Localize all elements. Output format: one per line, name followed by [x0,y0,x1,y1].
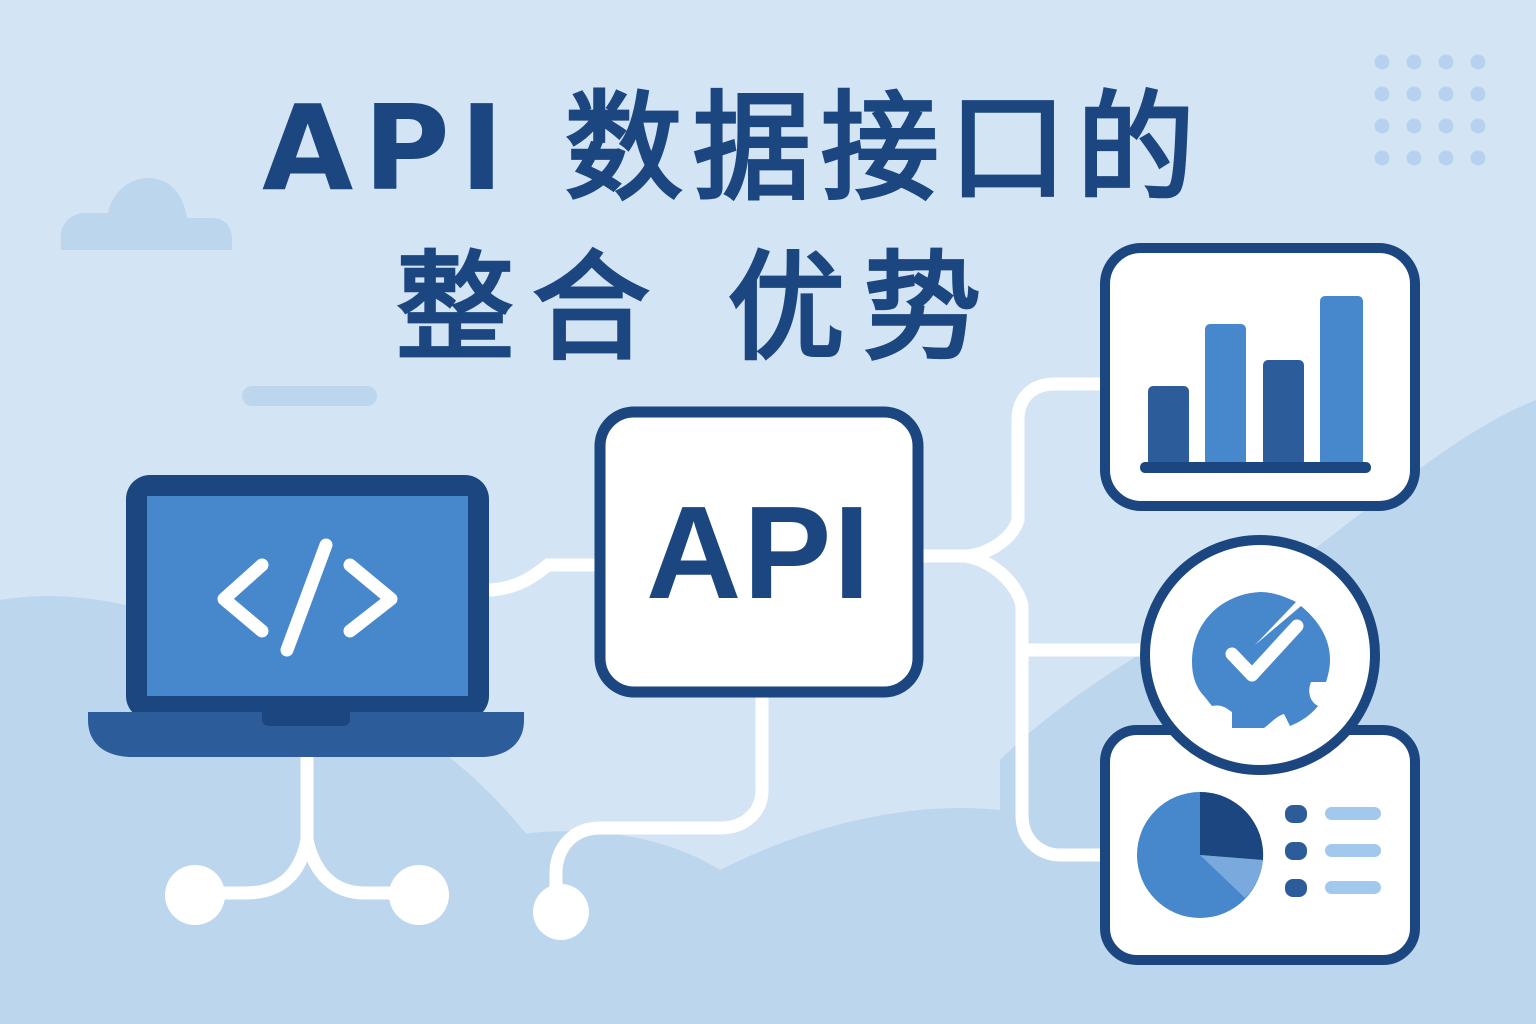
page-title-line-1: API 数据接口的 [262,79,1205,217]
cloud-icon [61,178,232,250]
legend-list [1285,805,1381,897]
api-box-frame [594,406,924,698]
gear-check-icon [1192,592,1330,728]
laptop-icon [88,475,524,757]
connector-lines [193,377,1152,900]
connector-nodes [165,865,589,940]
api-box-label: API [645,478,873,626]
pie-chart-icon [1137,791,1264,918]
dashboard-card [1100,725,1420,965]
page-title-line-2: 整合 优势 [396,239,1000,377]
bar-chart-icon [1140,296,1371,473]
gear-check-card [1140,535,1380,775]
bar-chart-card [1100,243,1420,511]
code-icon [217,538,398,657]
dot-grid-icon [1374,54,1486,166]
decor-pill [242,386,377,406]
